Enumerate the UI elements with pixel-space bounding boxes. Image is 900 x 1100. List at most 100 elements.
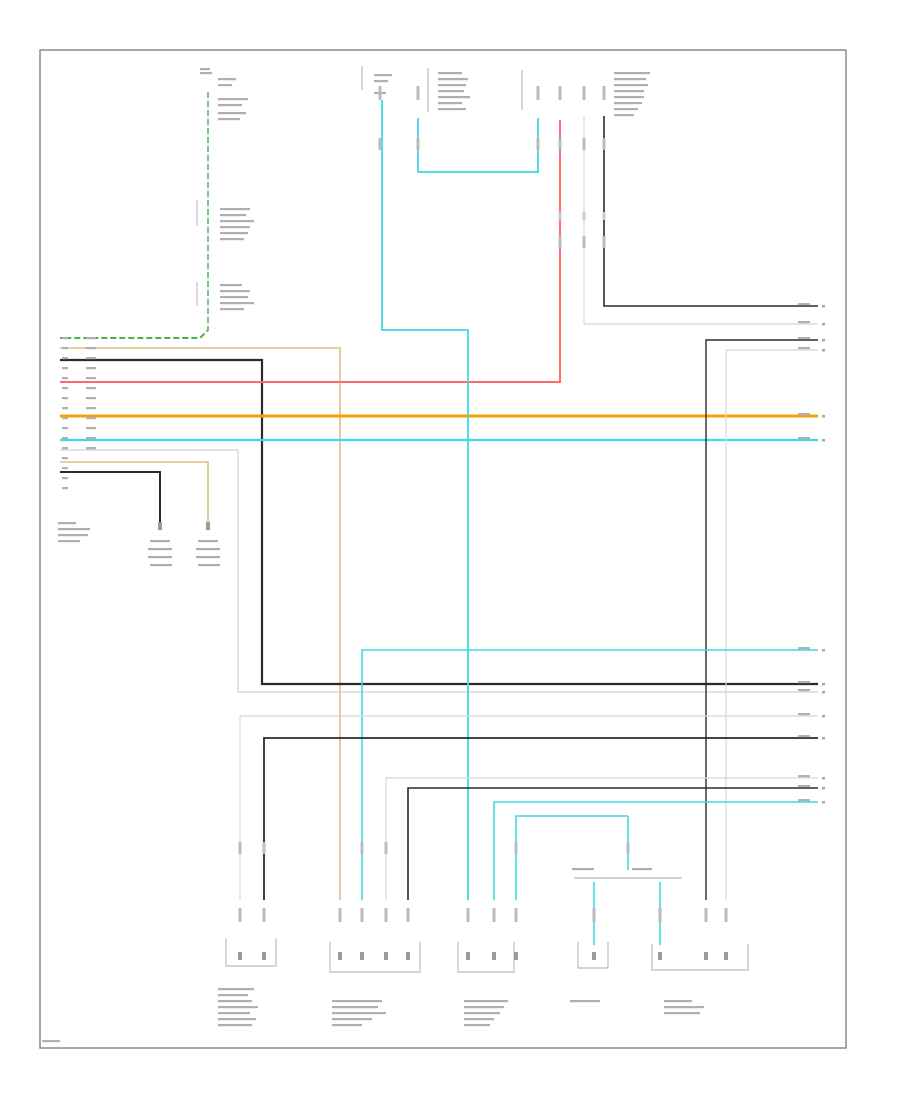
bottom-caption-7 (332, 1000, 382, 1003)
right-wire-code-10 (798, 735, 810, 738)
top-pin-code-2 (536, 86, 540, 100)
bottom-pin-code-2 (338, 908, 342, 922)
bottom-caption-1 (218, 994, 248, 997)
left-pin-num-10 (62, 437, 68, 440)
bottom-mid-code-2 (360, 842, 364, 854)
left-pin-code-1 (86, 347, 96, 350)
bottom-pin-12 (724, 952, 728, 960)
bottom-mid-code-3 (384, 842, 388, 854)
left-block-label-1 (58, 528, 90, 531)
bottom-pin-code-12 (724, 908, 728, 922)
top-right-mid-num-2 (602, 212, 606, 220)
top-right-mid-num-1 (582, 212, 586, 220)
left-pin-code-5 (86, 387, 96, 390)
component-layer (42, 66, 825, 1043)
left-pin-num-8 (62, 417, 68, 420)
top-conn-d-label-2 (614, 84, 648, 87)
ground-b-label-1 (196, 548, 220, 551)
mid-label-7 (220, 290, 250, 293)
left-pin-num-2 (62, 357, 68, 360)
top-conn-d-label-1 (614, 78, 646, 81)
bottom-pin-0 (238, 952, 242, 960)
left-pin-code-3 (86, 367, 96, 370)
bottom-pin-code-8 (514, 908, 518, 922)
wire-blue-low-2 (493, 801, 818, 900)
wire-black-top-right (603, 116, 818, 307)
left-pin-code-8 (86, 417, 96, 420)
left-pin-num-6 (62, 397, 68, 400)
bottom-pin-7 (492, 952, 496, 960)
splice-label-0 (218, 78, 236, 81)
left-pin-num-4 (62, 377, 68, 380)
top-conn-d-label-0 (614, 72, 650, 75)
bottom-caption-6 (218, 1024, 252, 1027)
mid-label-2 (220, 220, 254, 223)
left-pin-code-10 (86, 437, 96, 440)
right-wire-code-11 (798, 775, 810, 778)
wire-tan-ground-b (60, 461, 209, 522)
left-pin-code-7 (86, 407, 96, 410)
bottom-pin-code-5 (406, 908, 410, 922)
top-pin-code-5 (602, 86, 606, 100)
right-wire-code-13 (798, 799, 810, 802)
wire-white-top-right (583, 116, 818, 325)
mid-label-1 (220, 214, 246, 217)
left-pin-num-0 (62, 337, 68, 340)
top-pin-code-3 (558, 86, 562, 100)
ground-a-label-1 (148, 548, 172, 551)
left-pin-code-4 (86, 377, 96, 380)
wire-blue-low-1 (361, 649, 818, 900)
top-conn-b-label-5 (438, 102, 462, 105)
top-conn-b-label-3 (438, 90, 464, 93)
right-wire-code-9 (798, 713, 810, 716)
bottom-pin-11 (704, 952, 708, 960)
splice-caption-1 (632, 868, 652, 871)
top-pin-code-0 (378, 86, 382, 100)
right-wire-code-1 (798, 321, 810, 324)
splice-label-3 (218, 104, 242, 107)
bottom-module-1-outline (225, 938, 277, 967)
bottom-module-5-outline (651, 944, 749, 971)
bottom-module-4-outline (577, 942, 609, 969)
splice-label-6 (200, 72, 212, 75)
bottom-mid-code-0 (238, 842, 242, 854)
left-pin-code-11 (86, 447, 96, 450)
bottom-pin-code-1 (262, 908, 266, 922)
corner-code (42, 1040, 60, 1043)
top-conn-d-label-4 (614, 96, 644, 99)
right-pin-2 (822, 339, 825, 342)
bottom-caption-5 (218, 1018, 256, 1021)
mid-label-3 (220, 226, 250, 229)
ground-b-label-0 (198, 540, 218, 543)
wire-blue-gateway (381, 100, 469, 900)
bottom-pin-code-3 (360, 908, 364, 922)
top-conn-d-label-5 (614, 102, 642, 105)
wire-black-main (60, 358, 818, 686)
wire-white-low (239, 715, 818, 900)
bottom-caption-14 (464, 1012, 500, 1015)
wire-black-right-drop (705, 339, 818, 900)
wire-white-right-drop (725, 349, 818, 900)
bottom-pin-code-4 (384, 908, 388, 922)
left-pin-num-7 (62, 407, 68, 410)
diagram-frame (39, 49, 847, 1049)
wire-tan (60, 347, 341, 900)
bottom-caption-3 (218, 1006, 258, 1009)
top-pin-code-1 (416, 86, 420, 100)
right-wire-code-0 (798, 303, 810, 306)
mid-label-6 (220, 284, 242, 287)
bottom-pin-4 (384, 952, 388, 960)
left-pin-num-12 (62, 457, 68, 460)
ground-a-label-2 (148, 556, 172, 559)
left-pin-num-14 (62, 477, 68, 480)
right-pin-8 (822, 691, 825, 694)
bottom-caption-2 (218, 1000, 252, 1003)
splice-label-7 (200, 68, 210, 71)
wire-white-low-2 (385, 777, 818, 900)
right-wire-code-2 (798, 337, 810, 340)
top-pin-code-4 (582, 86, 586, 100)
bottom-mid-code-5 (626, 842, 630, 854)
right-wire-code-8 (798, 689, 810, 692)
left-block-label-2 (58, 534, 88, 537)
right-wire-code-6 (798, 647, 810, 650)
